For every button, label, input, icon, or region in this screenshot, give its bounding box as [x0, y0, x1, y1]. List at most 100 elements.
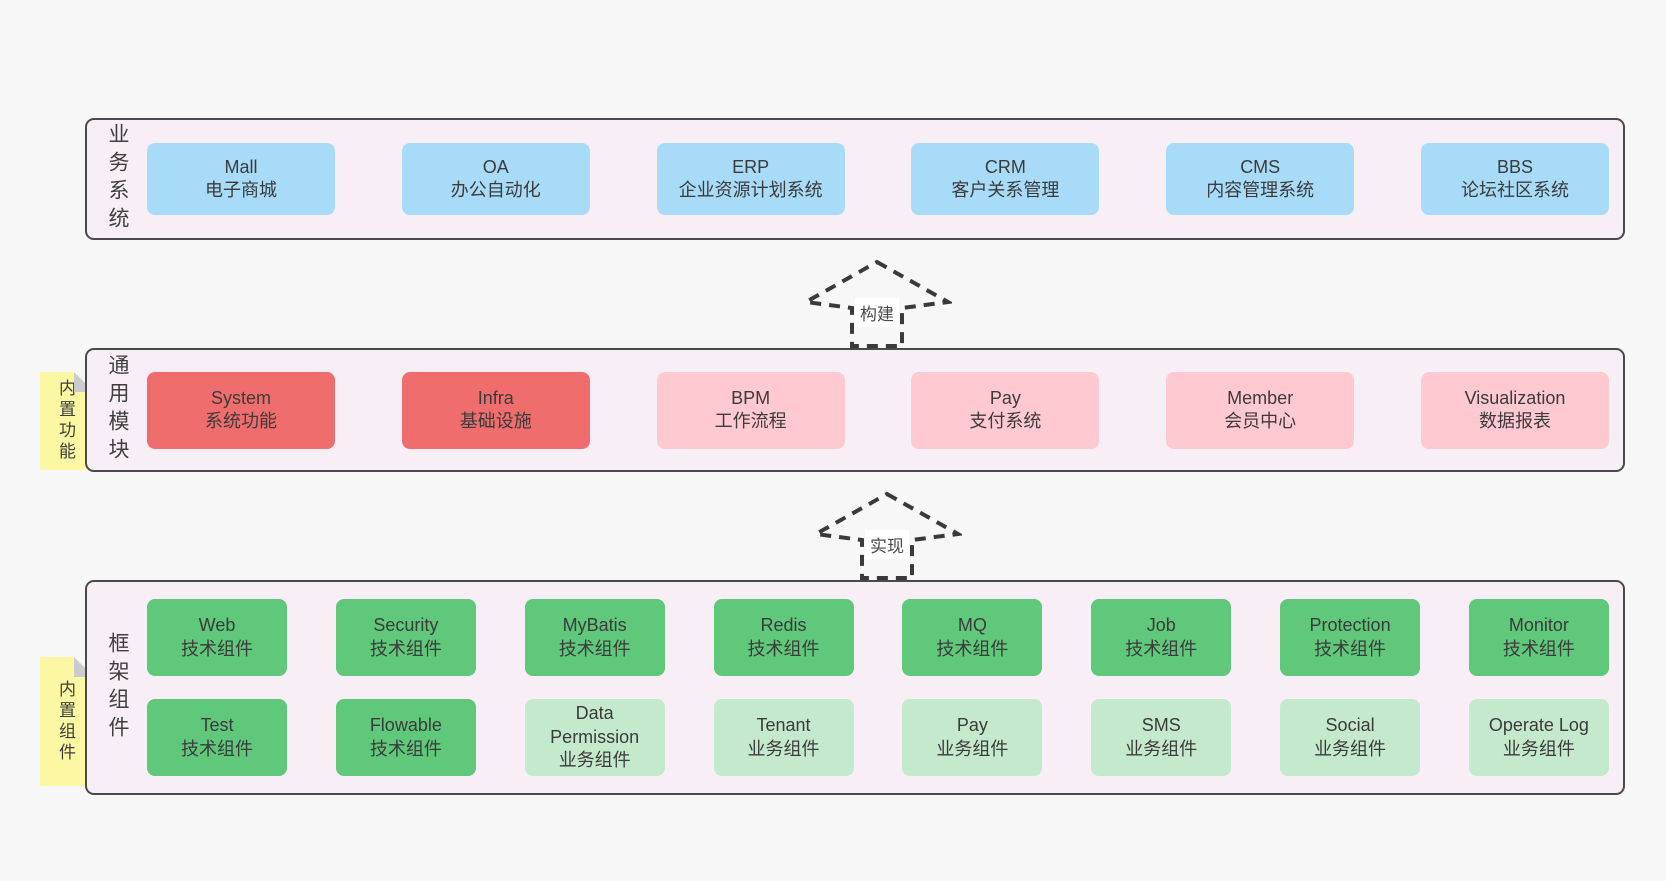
box-redis: Redis 技术组件 [713, 599, 854, 676]
box-subtitle: 技术组件 [1125, 638, 1198, 659]
box-subtitle: 基础设施 [459, 411, 532, 431]
box-title: SMS [1141, 715, 1181, 736]
arrow-build: 构建 [802, 258, 952, 350]
box-protection: Protection 技术组件 [1280, 599, 1421, 676]
box-title: Flowable [369, 715, 442, 736]
box-title: MyBatis [562, 615, 627, 636]
box-subtitle: 业务组件 [936, 738, 1009, 759]
arrow-implement-label: 实现 [865, 530, 909, 559]
box-title: CRM [984, 156, 1026, 177]
box-subtitle: 技术组件 [181, 738, 253, 759]
box-title: BBS [1496, 156, 1533, 177]
box-subtitle: 工作流程 [714, 411, 787, 431]
layer-business-systems-label: 业务系统 [106, 123, 129, 235]
box-web: Web 技术组件 [147, 599, 287, 676]
box-job: Job 技术组件 [1091, 599, 1232, 676]
box-title: CMS [1240, 156, 1281, 177]
box-subtitle: 数据报表 [1478, 411, 1551, 431]
box-crm: CRM 客户关系管理 [911, 143, 1100, 215]
box-subtitle: 电子商城 [205, 180, 277, 200]
box-row: Mall 电子商城 OA 办公自动化 ERP 企业资源计划系统 CRM 客户关系… [147, 143, 1609, 215]
box-title: Web [198, 615, 236, 636]
box-subtitle: 技术组件 [181, 638, 253, 659]
box-title: Monitor [1508, 615, 1569, 636]
box-visualization: Visualization 数据报表 [1420, 371, 1609, 449]
box-title: Mall [224, 156, 258, 177]
box-subtitle: 业务组件 [1314, 738, 1387, 759]
box-sms: SMS 业务组件 [1091, 699, 1232, 776]
box-subtitle: 系统功能 [205, 411, 277, 431]
box-title: Tenant [756, 715, 811, 736]
box-cms: CMS 内容管理系统 [1166, 143, 1355, 215]
layer-framework-components-rows: Web 技术组件 Security 技术组件 MyBatis 技术组件 Redi… [147, 582, 1609, 793]
box-mybatis: MyBatis 技术组件 [524, 599, 665, 676]
layer-common-modules-label: 通用模块 [106, 354, 129, 466]
box-mall: Mall 电子商城 [147, 143, 335, 215]
box-mq: MQ 技术组件 [902, 599, 1043, 676]
box-row: System 系统功能 Infra 基础设施 BPM 工作流程 Pay 支付系统… [147, 371, 1609, 449]
box-system: System 系统功能 [147, 371, 335, 449]
box-subtitle: 技术组件 [1502, 638, 1575, 659]
box-title: Pay [956, 715, 988, 736]
sticky-note-built-in-components: 内置组件 [40, 657, 94, 786]
box-title: BPM [731, 387, 771, 408]
box-subtitle: 支付系统 [969, 411, 1042, 431]
box-subtitle: 会员中心 [1224, 411, 1297, 431]
box-title: Data Permission [550, 703, 640, 747]
sticky-note-built-in-features-label: 内置功能 [56, 379, 75, 463]
box-erp: ERP 企业资源计划系统 [656, 143, 845, 215]
box-subtitle: 技术组件 [936, 638, 1009, 659]
box-subtitle: 业务组件 [1125, 738, 1198, 759]
box-row: Test 技术组件 Flowable 技术组件 Data Permission … [147, 699, 1609, 776]
box-subtitle: 技术组件 [1314, 638, 1387, 659]
box-title: Operate Log [1488, 715, 1589, 736]
box-title: Visualization [1464, 387, 1566, 408]
box-subtitle: 论坛社区系统 [1460, 180, 1569, 200]
dashed-up-arrow-icon [812, 491, 962, 580]
box-title: Test [200, 715, 234, 736]
box-subtitle: 业务组件 [747, 738, 820, 759]
layer-common-modules-rows: System 系统功能 Infra 基础设施 BPM 工作流程 Pay 支付系统… [147, 350, 1609, 470]
box-subtitle: 内容管理系统 [1206, 180, 1315, 200]
arrow-implement: 实现 [812, 490, 962, 582]
box-tenant: Tenant 业务组件 [713, 699, 854, 776]
box-subtitle: 业务组件 [558, 750, 631, 771]
box-pay: Pay 业务组件 [902, 699, 1043, 776]
box-social: Social 业务组件 [1280, 699, 1421, 776]
box-security: Security 技术组件 [335, 599, 476, 676]
box-test: Test 技术组件 [147, 699, 287, 776]
layer-common-modules: 内置功能 通用模块 System 系统功能 Infra 基础设施 BPM 工作流… [40, 348, 1625, 472]
dashed-up-arrow-icon [802, 259, 952, 348]
box-subtitle: 企业资源计划系统 [678, 180, 823, 200]
box-subtitle: 客户关系管理 [951, 180, 1060, 200]
box-operate-log: Operate Log 业务组件 [1468, 699, 1609, 776]
box-title: Protection [1309, 615, 1391, 636]
box-title: Member [1227, 387, 1294, 408]
sticky-note-built-in-features: 内置功能 [40, 372, 94, 470]
layer-framework-components: 内置组件 框架组件 Web 技术组件 Security 技术组件 MyBatis… [40, 580, 1625, 795]
box-bpm: BPM 工作流程 [656, 371, 845, 449]
box-pay: Pay 支付系统 [911, 371, 1100, 449]
box-flowable: Flowable 技术组件 [335, 699, 476, 776]
layer-business-systems-rows: Mall 电子商城 OA 办公自动化 ERP 企业资源计划系统 CRM 客户关系… [147, 120, 1609, 238]
box-subtitle: 技术组件 [369, 738, 442, 759]
box-data-permission: Data Permission 业务组件 [524, 699, 665, 776]
box-subtitle: 业务组件 [1502, 738, 1575, 759]
box-subtitle: 技术组件 [558, 638, 631, 659]
box-title: Job [1146, 615, 1176, 636]
layer-business-systems: 业务系统 Mall 电子商城 OA 办公自动化 ERP 企业资源计划系统 CRM… [85, 118, 1625, 240]
box-title: ERP [732, 156, 770, 177]
box-subtitle: 办公自动化 [450, 180, 541, 200]
box-title: System [210, 387, 271, 408]
sticky-note-built-in-components-label: 内置组件 [56, 679, 75, 764]
layer-framework-components-label: 框架组件 [106, 631, 129, 744]
box-title: Social [1325, 715, 1375, 736]
box-title: Infra [477, 387, 514, 408]
box-title: Redis [760, 615, 807, 636]
box-subtitle: 技术组件 [369, 638, 442, 659]
box-bbs: BBS 论坛社区系统 [1420, 143, 1609, 215]
box-monitor: Monitor 技术组件 [1468, 599, 1609, 676]
box-oa: OA 办公自动化 [401, 143, 590, 215]
box-row: Web 技术组件 Security 技术组件 MyBatis 技术组件 Redi… [147, 599, 1609, 676]
